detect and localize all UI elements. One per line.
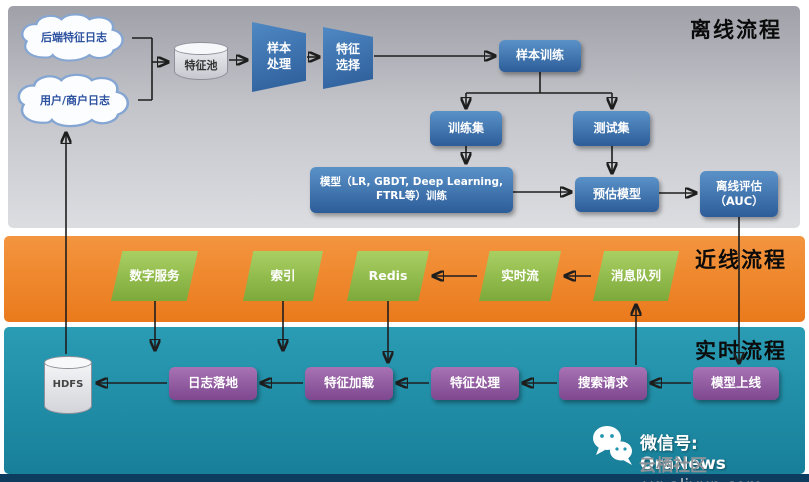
log-landing-label: 日志落地 bbox=[187, 375, 238, 391]
log-landing-node: 日志落地 bbox=[169, 367, 257, 400]
search-request-node: 搜索请求 bbox=[559, 367, 647, 400]
model-train-label: 模型（LR, GBDT, Deep Learning, FTRL等）训练 bbox=[319, 176, 504, 202]
test-set-node: 测试集 bbox=[573, 111, 650, 146]
realtime-band: 实时流程 bbox=[4, 327, 805, 474]
offline-band-title: 离线流程 bbox=[690, 18, 782, 42]
cloud-user-merchant-log: 用户/商户日志 bbox=[12, 72, 138, 130]
hdfs-cylinder: HDFS bbox=[44, 356, 92, 414]
nearline-band-title: 近线流程 bbox=[695, 248, 787, 272]
cloud-user-merchant-log-label: 用户/商户日志 bbox=[39, 94, 111, 108]
feature-process-node: 特征处理 bbox=[431, 367, 519, 400]
cloud-shape bbox=[17, 73, 130, 128]
wechat-account-text: 微信号: OraNews bbox=[640, 434, 726, 474]
predict-model-node: 预估模型 bbox=[575, 177, 659, 212]
message-queue-label: 消息队列 bbox=[610, 267, 661, 283]
feature-pool-label: 特征池 bbox=[184, 59, 218, 73]
cylinder-top bbox=[174, 42, 228, 55]
community-name: 云栖社区 bbox=[639, 456, 707, 476]
model-online-node: 模型上线 bbox=[693, 367, 779, 400]
search-request-label: 搜索请求 bbox=[577, 375, 628, 391]
digital-service-label: 数字服务 bbox=[129, 267, 180, 283]
feature-select-node: 特征选择 bbox=[323, 27, 373, 89]
model-online-label: 模型上线 bbox=[710, 375, 761, 391]
index-node: 索引 bbox=[243, 251, 323, 301]
cloud-backend-feature-log-label: 后端特征日志 bbox=[41, 31, 107, 45]
bottom-strip bbox=[0, 474, 809, 482]
feature-load-label: 特征加载 bbox=[323, 375, 374, 391]
feature-load-node: 特征加载 bbox=[305, 367, 393, 400]
sample-train-node: 样本训练 bbox=[499, 40, 581, 72]
index-label: 索引 bbox=[270, 267, 296, 283]
realtime-stream-label: 实时流 bbox=[501, 267, 539, 283]
wechat-icon bbox=[593, 426, 632, 465]
cylinder-body bbox=[44, 362, 92, 414]
sample-train-label: 样本训练 bbox=[515, 48, 564, 63]
hdfs-label: HDFS bbox=[52, 379, 84, 391]
test-set-label: 测试集 bbox=[593, 120, 630, 135]
cloud-backend-feature-log: 后端特征日志 bbox=[16, 12, 132, 64]
sample-process-node: 样本处理 bbox=[252, 22, 306, 92]
feature-pool-cylinder: 特征池 bbox=[174, 42, 228, 80]
community-text: 云栖社区yq.aliyun.com bbox=[639, 451, 762, 482]
predict-model-label: 预估模型 bbox=[592, 186, 641, 201]
digital-service-node: 数字服务 bbox=[111, 251, 198, 301]
train-set-label: 训练集 bbox=[447, 120, 484, 135]
realtime-band-title: 实时流程 bbox=[695, 339, 787, 363]
redis-node: Redis bbox=[347, 251, 429, 301]
sample-process-label: 样本处理 bbox=[266, 41, 291, 71]
train-set-node: 训练集 bbox=[430, 111, 502, 146]
model-train-node: 模型（LR, GBDT, Deep Learning, FTRL等）训练 bbox=[310, 167, 513, 213]
cylinder-top bbox=[44, 356, 92, 369]
feature-process-label: 特征处理 bbox=[449, 375, 500, 391]
redis-label: Redis bbox=[368, 267, 408, 283]
cloud-shape bbox=[21, 13, 124, 62]
realtime-stream-node: 实时流 bbox=[479, 251, 561, 301]
message-queue-node: 消息队列 bbox=[593, 251, 679, 301]
offline-eval-label: 离线评估（AUC） bbox=[714, 179, 764, 208]
offline-eval-node: 离线评估（AUC） bbox=[700, 171, 778, 217]
feature-select-label: 特征选择 bbox=[335, 42, 360, 72]
community-site: yq.aliyun.com bbox=[643, 476, 762, 482]
